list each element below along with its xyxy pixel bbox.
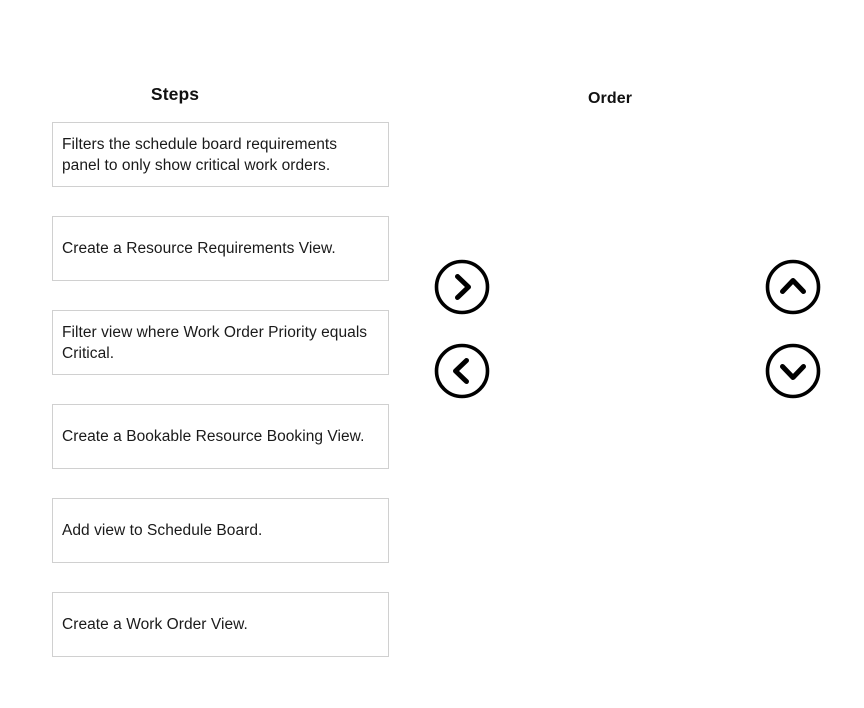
circle-chevron-down-icon[interactable] [764, 342, 822, 400]
step-card-label: Create a Resource Requirements View. [62, 240, 336, 257]
step-card-label: Add view to Schedule Board. [62, 522, 263, 539]
steps-column-heading: Steps [150, 84, 200, 104]
step-card[interactable]: Create a Work Order View. [52, 592, 389, 657]
step-card[interactable]: Add view to Schedule Board. [52, 498, 389, 563]
order-column-heading: Order [588, 90, 633, 107]
step-card-label: Filters the schedule board requirements … [62, 135, 338, 174]
circle-chevron-up-icon[interactable] [764, 258, 822, 316]
step-card-label: Create a Work Order View. [62, 616, 248, 633]
step-card[interactable]: Create a Resource Requirements View. [52, 216, 389, 281]
step-card-label: Filter view where Work Order Priority eq… [62, 323, 368, 362]
step-card[interactable]: Filters the schedule board requirements … [52, 122, 389, 187]
step-card[interactable]: Create a Bookable Resource Booking View. [52, 404, 389, 469]
circle-chevron-right-icon[interactable] [433, 258, 491, 316]
steps-list: Filters the schedule board requirements … [52, 122, 389, 657]
circle-chevron-left-icon[interactable] [433, 342, 491, 400]
step-card-label: Create a Bookable Resource Booking View. [62, 428, 365, 445]
step-card[interactable]: Filter view where Work Order Priority eq… [52, 310, 389, 375]
